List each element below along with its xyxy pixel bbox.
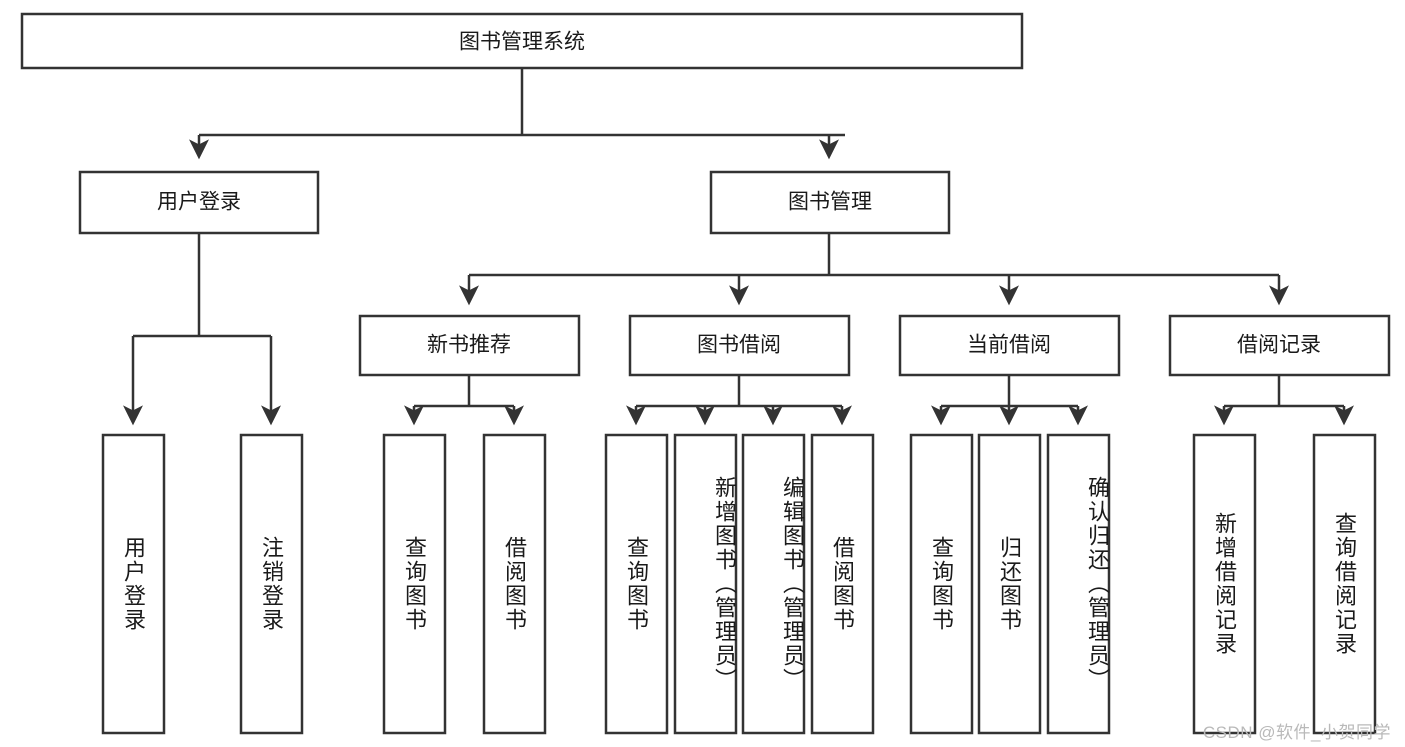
node-leaf-query-book-3[interactable] (909, 433, 974, 735)
connector-bookmgmt-to-level3 (459, 233, 1289, 306)
node-leaf-borrow-book-1[interactable] (482, 433, 547, 735)
node-new-book-recommend[interactable]: 新书推荐 (358, 314, 581, 377)
node-current-borrow-label: 当前借阅 (967, 334, 1051, 357)
connector-userlogin-to-leaves (123, 233, 281, 426)
node-leaf-edit-book[interactable] (741, 433, 806, 735)
node-leaf-add-record[interactable] (1192, 433, 1257, 735)
node-book-borrow-label: 图书借阅 (697, 334, 781, 357)
node-root[interactable]: 图书管理系统 (20, 12, 1024, 70)
connector-recommend-to-leaves (404, 375, 524, 426)
node-user-login[interactable]: 用户登录 (78, 170, 320, 235)
connector-borrow-to-leaves (626, 375, 852, 426)
node-root-label: 图书管理系统 (459, 31, 585, 54)
node-leaf-add-book[interactable] (673, 433, 738, 735)
node-leaf-query-book-2[interactable] (604, 433, 669, 735)
node-book-borrow[interactable]: 图书借阅 (628, 314, 851, 377)
node-current-borrow[interactable]: 当前借阅 (898, 314, 1121, 377)
node-new-book-recommend-label: 新书推荐 (427, 334, 511, 357)
connector-record-to-leaves (1214, 375, 1354, 426)
node-leaf-query-book-1[interactable] (382, 433, 447, 735)
node-borrow-record-label: 借阅记录 (1237, 334, 1321, 357)
node-leaf-query-record[interactable] (1312, 433, 1377, 735)
node-book-management[interactable]: 图书管理 (709, 170, 951, 235)
csdn-watermark: CSDN @软件_小贺同学 (1202, 723, 1391, 742)
node-leaf-borrow-book-2[interactable] (810, 433, 875, 735)
node-leaf-confirm-return[interactable] (1046, 433, 1111, 735)
connector-root-to-level2 (189, 68, 845, 160)
node-book-management-label: 图书管理 (788, 191, 872, 214)
connector-current-to-leaves (931, 375, 1088, 426)
node-leaf-user-login[interactable] (101, 433, 166, 735)
node-borrow-record[interactable]: 借阅记录 (1168, 314, 1391, 377)
node-leaf-logout-login[interactable] (239, 433, 304, 735)
node-leaf-return-book[interactable] (977, 433, 1042, 735)
node-user-login-label: 用户登录 (157, 191, 241, 214)
